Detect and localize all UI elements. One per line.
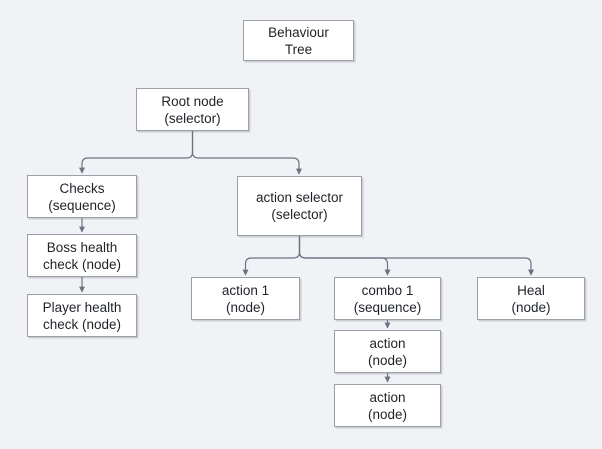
node-behaviour-tree[interactable]: Behaviour Tree bbox=[243, 20, 354, 61]
node-label-line1: Checks bbox=[59, 180, 105, 196]
node-combo-action-2[interactable]: action (node) bbox=[334, 384, 441, 427]
node-combo-action-1[interactable]: action (node) bbox=[334, 330, 441, 373]
node-root-node[interactable]: Root node (selector) bbox=[136, 88, 249, 131]
node-label-line2: Tree bbox=[284, 41, 313, 57]
node-action-selector[interactable]: action selector (selector) bbox=[237, 176, 362, 236]
node-label-line1: Behaviour bbox=[268, 24, 329, 40]
node-label-line1: Root node bbox=[161, 93, 224, 109]
node-heal[interactable]: Heal (node) bbox=[477, 277, 585, 320]
node-label-line1: action selector bbox=[255, 190, 344, 205]
node-label-line2: check (node) bbox=[42, 316, 122, 332]
node-label-line2: (node) bbox=[225, 299, 266, 315]
node-boss-health-check[interactable]: Boss health check (node) bbox=[27, 234, 137, 277]
node-label-line1: combo 1 bbox=[361, 282, 414, 298]
node-label-line2: (node) bbox=[511, 299, 551, 315]
node-checks[interactable]: Checks (sequence) bbox=[27, 175, 137, 218]
node-label-line1: Boss health bbox=[46, 239, 118, 255]
edge-root-to-checks bbox=[79, 131, 194, 174]
edge-action-selector-to-combo-1 bbox=[298, 236, 391, 276]
node-action-1[interactable]: action 1 (node) bbox=[191, 277, 300, 320]
edge-action-selector-to-action-1 bbox=[242, 236, 301, 276]
node-label-line1: Player health bbox=[42, 299, 122, 315]
node-label-line1: Heal bbox=[517, 282, 545, 298]
node-label-line2: (node) bbox=[367, 406, 408, 422]
node-label-line2: (sequence) bbox=[353, 299, 422, 315]
node-player-health-check[interactable]: Player health check (node) bbox=[27, 294, 137, 337]
node-label-line1: action bbox=[369, 335, 406, 351]
node-combo-1[interactable]: combo 1 (sequence) bbox=[334, 277, 441, 320]
edge-root-to-action-selector bbox=[191, 131, 302, 175]
node-label-line1: action 1 bbox=[221, 282, 270, 298]
node-label-line2: (node) bbox=[367, 352, 408, 368]
node-label-line2: (selector) bbox=[271, 207, 328, 222]
node-label-line2: check (node) bbox=[42, 256, 122, 272]
node-label-line1: action bbox=[369, 389, 406, 405]
node-label-line2: (sequence) bbox=[48, 197, 116, 213]
node-label-line2: (selector) bbox=[164, 110, 221, 126]
edge-action-selector-to-heal bbox=[298, 236, 534, 276]
